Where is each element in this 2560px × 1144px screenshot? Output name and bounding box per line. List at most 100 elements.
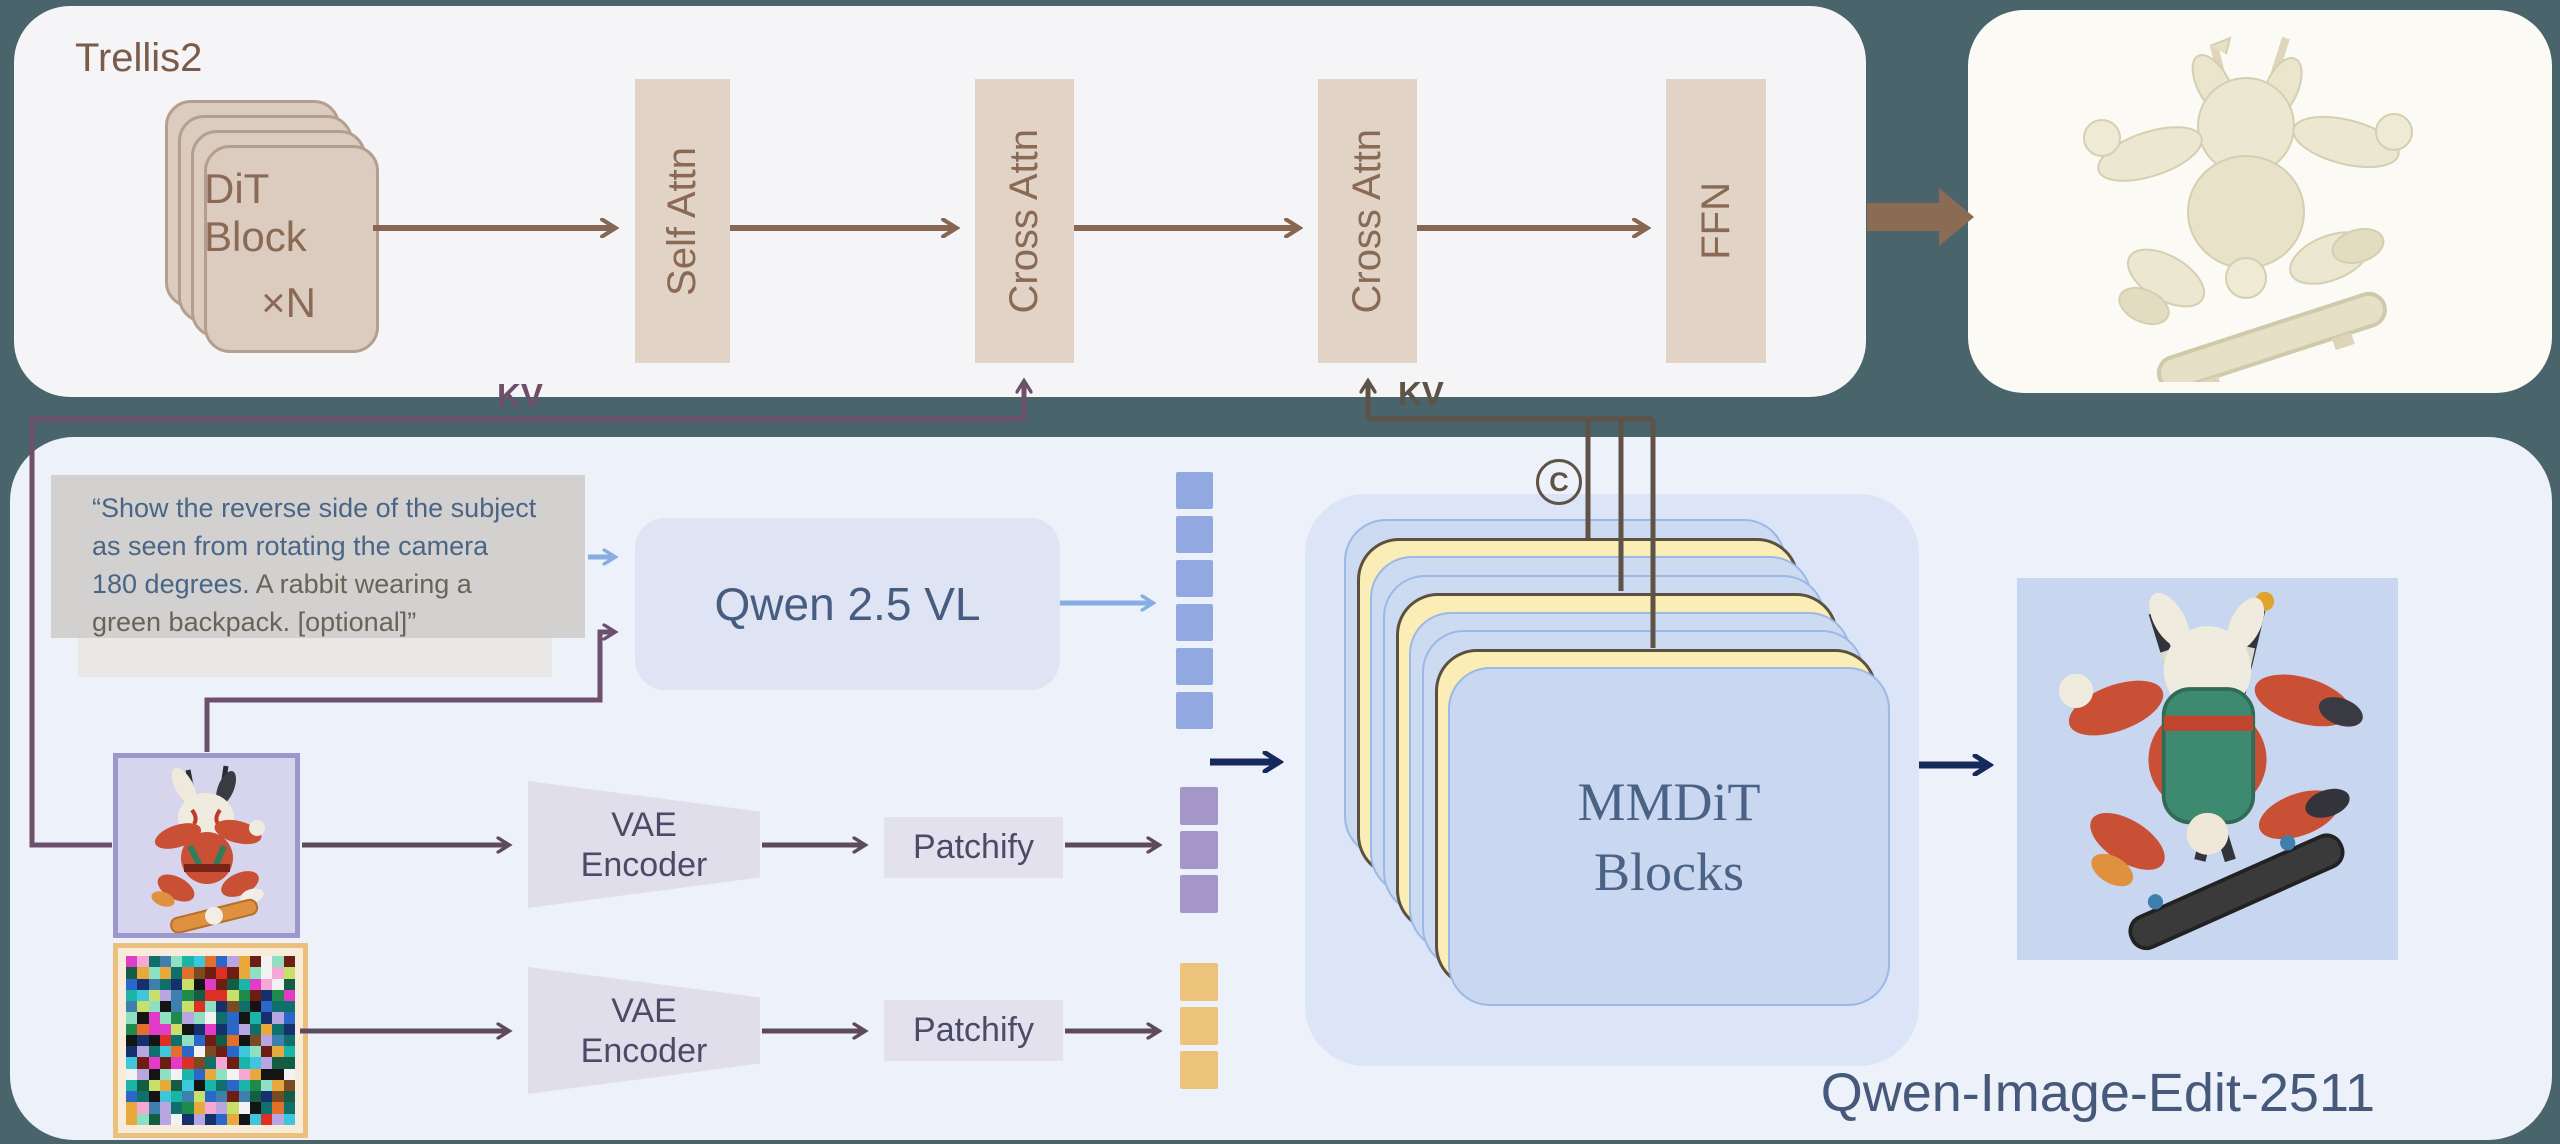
vae1-line2: Encoder [580,845,708,884]
noise-pixel [272,1023,284,1035]
noise-pixel [216,1001,228,1013]
noise-pixel [126,1023,138,1035]
noise-pixel [272,956,284,968]
noise-pixel [204,1079,217,1092]
qwen-image-edit-title: Qwen-Image-Edit-2511 [1820,1063,2375,1123]
noise-pixel [171,978,183,990]
noise-pixel [126,1079,138,1092]
ffn-bar: FFN [1666,79,1766,363]
noise-pixel [126,978,138,990]
noise-pixel [137,1001,149,1013]
patchify1-label: Patchify [913,828,1034,866]
noise-pixel [137,1102,149,1114]
noise-pixel [148,989,160,1002]
noise-token [1180,963,1218,1001]
noise-pixel [227,1091,239,1103]
noise-pixel [193,956,205,968]
noise-pixel [182,1079,194,1092]
text-token [1176,560,1213,597]
noise-pixel [193,1102,205,1114]
noise-pixel [272,1079,284,1092]
noise-pixel [283,1102,295,1114]
dit-mult-text: ×N [261,279,316,326]
noise-pixel [171,1034,183,1047]
patchify-noise: Patchify [884,1000,1063,1061]
noise-pixel [126,1057,138,1069]
noise-pixel [159,1113,172,1125]
noise-pixel [148,978,160,990]
noise-pixel [249,1102,262,1114]
noise-pixel [193,1012,205,1024]
noise-pixel [171,1012,183,1024]
noise-pixel [204,956,217,968]
noise-pixel [261,1012,273,1024]
noise-pixel [216,1057,228,1069]
noise-pixel [159,967,172,979]
vae1-line1: VAE [611,805,677,844]
noise-pixel [159,1057,172,1069]
mmdit-label-2: Blocks [1593,841,1744,902]
output-edited-image [2017,578,2398,960]
noise-pixel [171,956,183,968]
noise-pixel [249,967,262,979]
noise-pixel [204,1046,217,1058]
noise-pixel [216,1068,228,1080]
noise-pixel [159,956,172,968]
noise-pixel [171,1068,183,1080]
noise-pixel [182,989,194,1002]
noise-pixel [126,1068,138,1080]
text-token [1176,692,1213,729]
noise-pixel [171,989,183,1002]
noise-pixel [249,1113,262,1125]
noise-pixel [137,978,149,990]
noise-token-column [1180,963,1218,1089]
noise-pixel [182,1113,194,1125]
noise-pixel [272,989,284,1002]
noise-pixel [171,1091,183,1103]
noise-pixel [193,1068,205,1080]
noise-pixel [137,1091,149,1103]
noise-pixel [148,956,160,968]
noise-pixel [261,1113,273,1125]
noise-pixel [249,1057,262,1069]
noise-pixel [193,1046,205,1058]
noise-pixel [182,1034,194,1047]
noise-pixel [283,1023,295,1035]
noise-pixel [182,1102,194,1114]
noise-pixel [238,1023,250,1035]
noise-pixel [283,1034,295,1047]
noise-pixel [272,1102,284,1114]
noise-pixel [137,1023,149,1035]
noise-pixel [238,1034,250,1047]
noise-pixel [193,967,205,979]
noise-pixel [148,1023,160,1035]
noise-pixel [249,1034,262,1047]
noise-pixel [216,1113,228,1125]
cross-attn-2-label: Cross Attn [1345,128,1389,314]
noise-pixel [137,967,149,979]
text-token [1176,516,1213,553]
noise-pixel [204,1068,217,1080]
rabbit-front-illustration [151,765,265,934]
noise-pixel [283,1079,295,1092]
noise-pixel [261,1057,273,1069]
noise-pixel [272,978,284,990]
noise-pixel [272,1001,284,1013]
noise-pixel [249,1001,262,1013]
noise-pixel [272,967,284,979]
noise-pixel [283,1001,295,1013]
noise-pixel [238,1046,250,1058]
noise-pixel [148,967,160,979]
noise-pixel [272,1057,284,1069]
text-token [1176,604,1213,641]
noise-image [113,943,308,1138]
noise-pixel [171,1113,183,1125]
noise-pixel [238,1057,250,1069]
noise-pixel [238,1113,250,1125]
noise-pixel [204,1012,217,1024]
self-attn-label: Self Attn [660,146,704,296]
concat-icon: C [1536,459,1582,505]
noise-pixel [171,1102,183,1114]
noise-pixel [148,1012,160,1024]
noise-pixel [126,967,138,979]
